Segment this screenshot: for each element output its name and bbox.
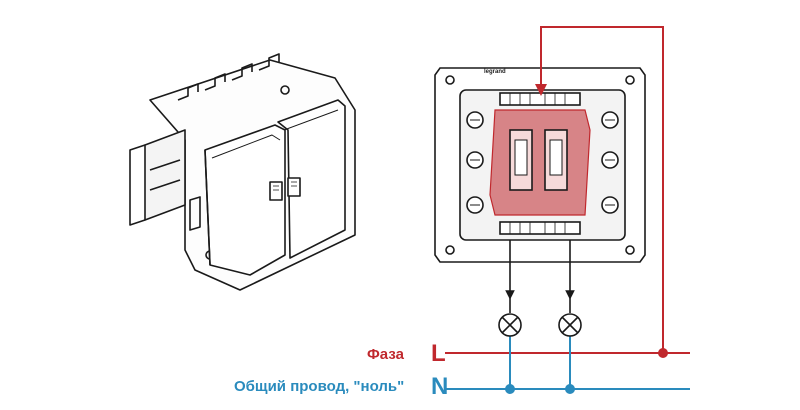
phase-letter: L [431, 340, 446, 367]
neutral-caption: Общий провод, "ноль" [234, 378, 405, 395]
neutral-letter: N [431, 373, 449, 400]
brand-logo-text: legrand [484, 69, 506, 75]
contact-highlight [489, 109, 591, 216]
lamp-icon [498, 313, 522, 337]
switch-front-view [434, 67, 646, 263]
phase-wire [445, 26, 690, 358]
switch-perspective-illustration [129, 53, 356, 291]
lamp-icon [558, 313, 582, 337]
lamp-output-wires [505, 240, 575, 313]
neutral-wire [445, 336, 690, 394]
rocker-key-right [277, 99, 346, 259]
phase-caption: Фаза [367, 346, 404, 363]
